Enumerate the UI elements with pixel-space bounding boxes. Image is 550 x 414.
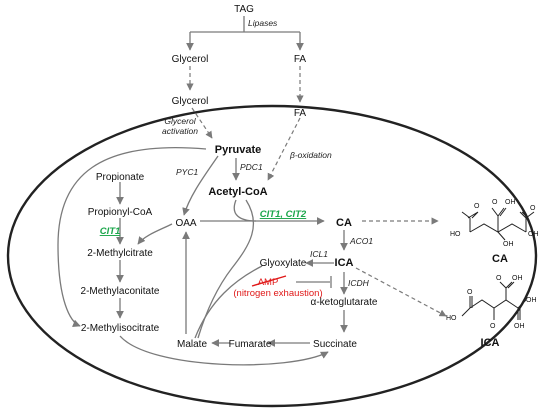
ca-o-label-2: O xyxy=(492,199,498,206)
cit1-gene-label: CIT1 xyxy=(100,226,121,237)
ica-export-arrow xyxy=(355,267,447,317)
glycerol-inner-label: Glycerol xyxy=(172,96,209,107)
fa-to-acetylcoa-arrow xyxy=(267,117,301,181)
nitrogen-exhaustion-label: (nitrogen exhaustion) xyxy=(233,288,322,299)
pyruvate-to-methylisocitrate-curve xyxy=(57,147,207,328)
ica-o-label-3: O xyxy=(496,275,502,282)
cell-boundary xyxy=(6,104,538,408)
glyoxylate-label: Glyoxylate xyxy=(260,258,307,269)
methylisocitrate-label: 2-Methylisocitrate xyxy=(81,323,160,334)
fumarate-label: Fumarate xyxy=(229,339,272,350)
ca-oh-label-3: OH xyxy=(503,241,514,248)
propionate-label: Propionate xyxy=(96,172,145,183)
icl1-label: ICL1 xyxy=(310,249,328,259)
ca-o-label-3: O xyxy=(530,205,536,212)
glyoxylate-to-malate-curve xyxy=(194,265,263,339)
ica-o-label-1: O xyxy=(467,289,473,296)
amp-label: AMP xyxy=(258,277,279,288)
tag-hydrolysis-arrows xyxy=(186,16,304,51)
isocitric-acid-structure: HO O O O OH OH OH xyxy=(446,275,537,330)
glycerol-activation-label-2: activation xyxy=(162,126,198,136)
fa-inner-label: FA xyxy=(294,108,307,119)
amp-strikethrough xyxy=(251,275,287,287)
oaa-label: OAA xyxy=(175,218,196,229)
aco1-label: ACO1 xyxy=(349,236,373,246)
ica-oh-label-1: OH xyxy=(512,275,523,282)
acetyl-coa-label: Acetyl-CoA xyxy=(208,186,267,198)
glycerol-outer-label: Glycerol xyxy=(172,54,209,65)
ica-structure-label: ICA xyxy=(481,337,500,349)
ica-label: ICA xyxy=(335,257,354,269)
glycerol-to-pyruvate-arrow xyxy=(191,107,213,139)
ica-o-label-2: O xyxy=(490,323,496,330)
icdh-label: ICDH xyxy=(348,278,370,288)
ca-oh-label-2: OH xyxy=(528,231,539,238)
pdc1-label: PDC1 xyxy=(240,162,263,172)
ca-label: CA xyxy=(336,217,352,229)
ca-oh-label-1: OH xyxy=(505,199,516,206)
ica-oh-label-3: OH xyxy=(514,323,525,330)
ca-structure-label: CA xyxy=(492,253,508,265)
glycerol-activation-label-1: Glycerol xyxy=(164,116,196,126)
methylaconitate-label: 2-Methylaconitate xyxy=(81,286,160,297)
pyruvate-label: Pyruvate xyxy=(215,144,261,156)
ica-oh-label-2: OH xyxy=(526,297,537,304)
ca-o-label-1: O xyxy=(474,203,480,210)
ca-ho-label: HO xyxy=(450,231,461,238)
oaa-to-methylcitrate-arrow xyxy=(137,223,173,245)
methylisocitrate-to-succinate-curve xyxy=(119,335,329,366)
cit1-cit2-gene-label: CIT1, CIT2 xyxy=(260,209,307,220)
methylcitrate-label: 2-Methylcitrate xyxy=(87,248,153,259)
malate-label: Malate xyxy=(177,339,207,350)
citric-acid-structure: HO O O OH O OH OH xyxy=(450,199,539,248)
beta-oxidation-label: β-oxidation xyxy=(289,150,332,160)
succinate-label: Succinate xyxy=(313,339,357,350)
ica-ho-label: HO xyxy=(446,315,457,322)
acetylcoa-to-condensation-curve xyxy=(233,199,257,222)
tag-label: TAG xyxy=(234,4,254,15)
fa-outer-label: FA xyxy=(294,54,307,65)
lipases-label: Lipases xyxy=(248,18,278,28)
pyruvate-to-oaa-arrow xyxy=(182,155,219,216)
propionyl-coa-label: Propionyl-CoA xyxy=(88,207,153,218)
pyc1-label: PYC1 xyxy=(176,167,198,177)
akg-label: α-ketoglutarate xyxy=(311,297,378,308)
